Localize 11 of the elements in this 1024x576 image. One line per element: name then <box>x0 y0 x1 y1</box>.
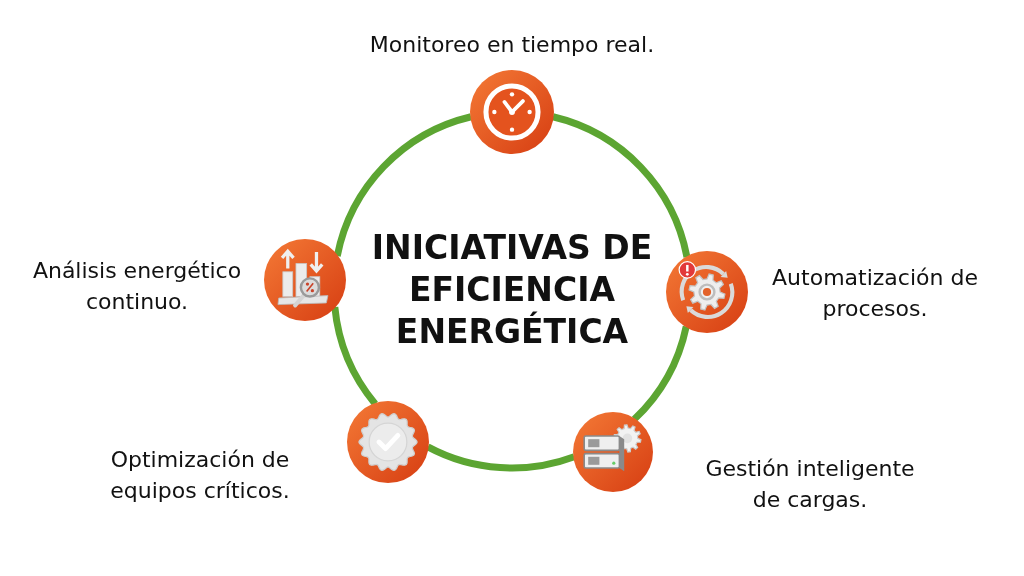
caption-text: Optimización de equipos críticos. <box>109 446 291 505</box>
ring-arc <box>333 113 473 257</box>
caption-text: Automatización de procesos. <box>771 264 979 323</box>
ring-arc <box>331 306 379 406</box>
ring-arc <box>426 443 576 472</box>
caption-text: Monitoreo en tiempo real. <box>368 31 656 59</box>
diagram-title: INICIATIVAS DE EFICIENCIA ENERGÉTICA <box>370 227 654 353</box>
caption-text: Análisis energético continuo. <box>31 257 243 316</box>
caption-text: Gestión inteligente de cargas. <box>704 455 916 514</box>
ring-arc <box>631 325 690 422</box>
ring-arc <box>551 113 691 258</box>
